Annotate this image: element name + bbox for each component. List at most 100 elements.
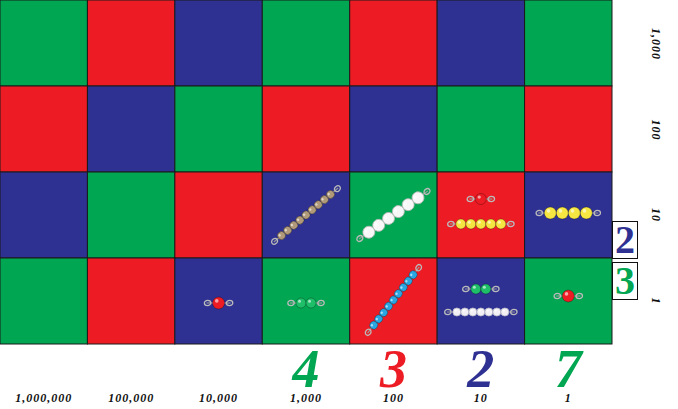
bead [476,219,486,229]
row-place-value: 10 [650,208,662,222]
column-place-value-slot: 1 [565,392,572,404]
bead [496,219,506,229]
multiplicand-digit-slot: 3 [380,342,407,396]
bead-bars [204,184,600,338]
board-cell [175,86,262,172]
bead-bar [554,290,582,302]
wire-loop [493,286,499,291]
wire-loop [333,185,341,193]
wire-loop [488,196,494,201]
column-place-value-slot: 10 [474,392,488,404]
bead [501,308,509,316]
row-place-value: 1,000 [650,28,662,60]
board-cell [0,0,87,86]
bead [477,308,485,316]
bead [580,207,592,219]
column-place-value-slot: 1,000 [290,392,322,404]
board-cell [175,172,262,258]
column-place-value: 10 [474,392,488,404]
bead [469,308,477,316]
bead-bar [463,284,499,294]
bead [466,219,476,229]
board-cell [0,86,87,172]
board-cell [262,172,349,258]
bead [485,308,493,316]
board-cell [350,0,437,86]
multiplicand-digit: 7 [555,342,582,396]
bead [562,290,574,302]
multiplier-digit: 3 [615,261,635,301]
multiplicand-digit-slot: 2 [467,342,494,396]
column-place-value: 1 [565,392,572,404]
bead-bar [204,297,232,309]
board-cells [0,0,612,344]
wire-loop [463,286,469,291]
bead-bar [270,184,343,247]
board-cell [175,0,262,86]
column-place-value: 10,000 [199,392,238,404]
board-cell [437,172,524,258]
wire-loop [270,237,278,245]
bead [408,269,419,280]
row-place-value-slot: 1,000 [650,28,662,60]
column-place-value-slot: 10,000 [199,392,238,404]
wire-loop [576,293,582,298]
multiplier-box: 2 [612,221,638,259]
board-cell [437,86,524,172]
wire-loop [364,328,372,336]
wire-loop [554,293,560,298]
board-cell [525,258,612,344]
bead [544,207,556,219]
wire-loop [448,221,454,226]
bead-bar [445,308,517,316]
board-cell [0,172,87,258]
multiplicand-digit-slot: 7 [555,342,582,396]
board-cell [87,172,174,258]
bead [456,219,466,229]
wire-loop [594,210,600,215]
row-place-value: 100 [650,120,662,141]
bead-bar [363,263,424,338]
wire-loop [508,221,514,226]
bead [296,298,306,308]
board-cell [437,258,524,344]
bead [493,308,501,316]
wire-loop [415,264,423,272]
bead [481,284,491,294]
board-cell [525,0,612,86]
multiplier-box: 3 [612,262,638,300]
bead-bar [288,298,324,308]
wire-loop [423,188,431,196]
bead [568,207,580,219]
multiplicand-digit: 3 [380,342,407,396]
bead [556,207,568,219]
row-place-value-slot: 100 [650,120,662,141]
board-cell [87,258,174,344]
wire-loop [318,300,324,305]
board-cell [87,86,174,172]
multiplicand-digit: 2 [467,342,494,396]
multiplicand-digit-slot: 4 [293,342,320,396]
bead [325,189,336,200]
column-place-value-slot: 100,000 [108,392,154,404]
row-place-value-slot: 10 [650,208,662,222]
bead [453,308,461,316]
bead [306,298,316,308]
board-cell [175,258,262,344]
bead [410,189,427,206]
column-place-value: 1,000,000 [15,392,72,404]
bead-bar [448,219,514,229]
row-place-value-slot: 1 [650,298,662,305]
bead [213,297,225,309]
bead [471,284,481,294]
column-place-value: 1,000 [290,392,322,404]
board-cell [525,86,612,172]
board-cell [262,0,349,86]
wire-loop [356,235,364,243]
board-cell [0,258,87,344]
wire-loop [226,300,232,305]
multiplier-digit: 2 [615,220,635,260]
wire-loop [445,309,451,314]
board-cell [350,258,437,344]
